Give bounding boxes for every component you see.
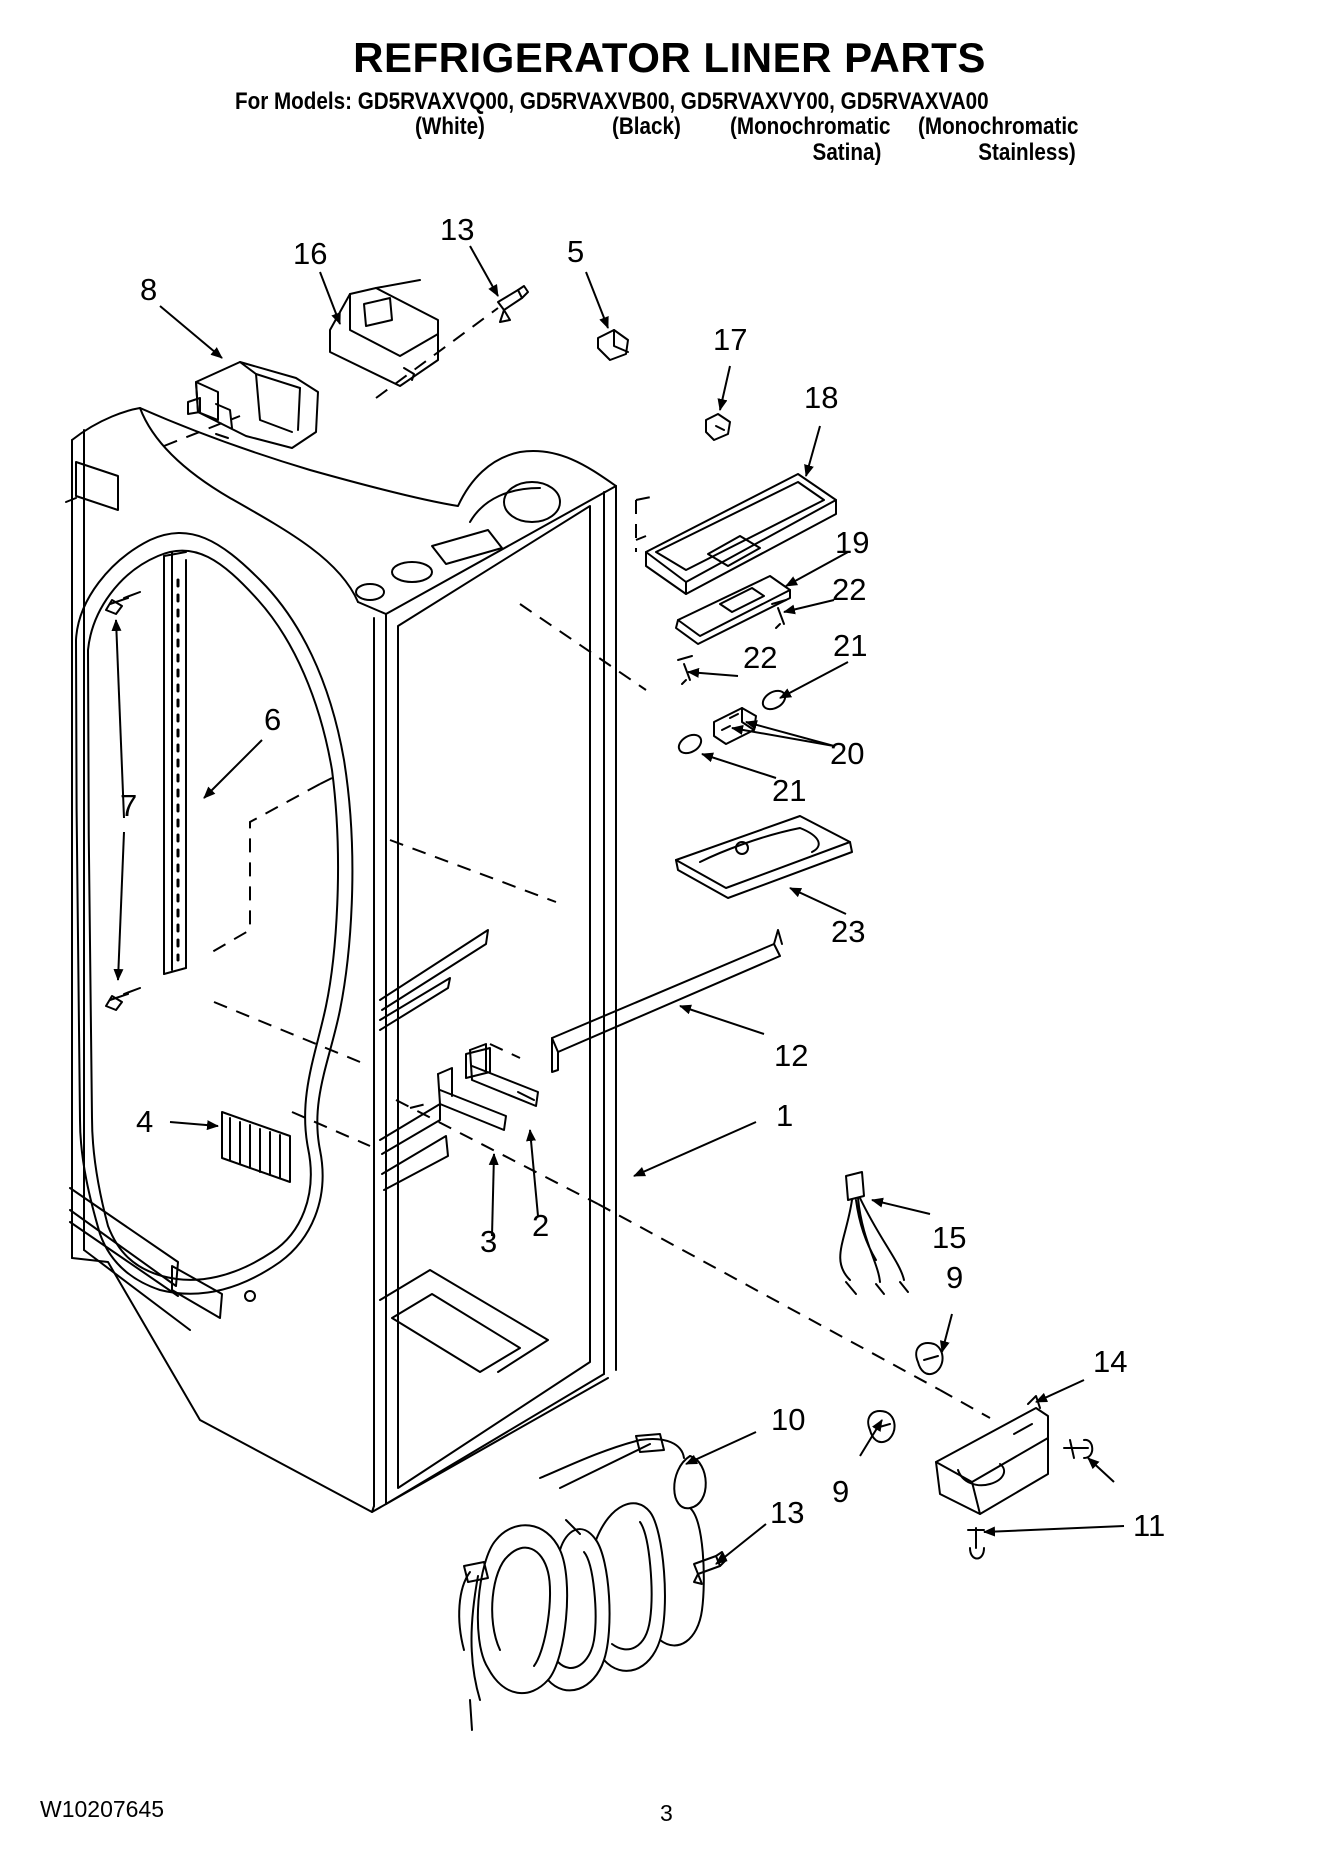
callout-22-right: 22 [832,572,867,607]
part-23-cover [675,815,853,899]
part-15-harness [839,1171,909,1295]
alignment-lines [163,307,991,1419]
part-22-screws [677,599,787,685]
callout-21-top: 21 [833,628,868,663]
part-8-housing [187,361,319,449]
callout-3: 3 [480,1224,498,1259]
callout-12: 12 [774,1038,809,1073]
callout-1: 1 [776,1098,794,1133]
callout-11: 11 [1133,1508,1166,1543]
part-19-panel [675,575,791,645]
part-13-screw-top [497,285,529,323]
part-4-grille [221,1111,291,1183]
models-line: For Models: GD5RVAXVQ00, GD5RVAXVB00, GD… [235,88,989,115]
callout-22-left: 22 [743,640,778,675]
part-7-screws [105,591,141,1011]
callout-16: 16 [293,236,328,271]
callout-13-bottom: 13 [770,1495,805,1530]
callout-17: 17 [713,322,748,357]
part-13-screw-bottom [693,1551,727,1585]
callout-2: 2 [532,1208,550,1243]
part-2-bracket [469,1043,539,1107]
part-20-socket [713,707,757,745]
document-number: W10207645 [40,1796,165,1822]
part-6-rail [163,551,187,975]
callout-19: 19 [835,525,870,560]
callout-20: 20 [830,736,865,771]
callout-4: 4 [136,1104,154,1139]
page-number: 3 [660,1800,673,1826]
part-18-housing [645,473,837,595]
callout-5: 5 [567,234,585,269]
callout-13-top: 13 [440,212,475,247]
part-3-bracket [437,1067,507,1131]
variant-black: (Black) [612,113,681,140]
part-12-bar [551,929,783,1073]
part-5-clip [597,329,629,361]
variant-white: (White) [415,113,485,140]
callout-9-top: 9 [946,1260,964,1295]
callout-18: 18 [804,380,839,415]
callout-14: 14 [1093,1344,1128,1379]
callout-21-bottom: 21 [772,773,807,808]
callout-6: 6 [264,702,282,737]
leader-arrows [111,245,1125,1565]
callout-7: 7 [120,788,138,823]
part-16-bracket [329,279,439,387]
part-10-coil [458,1433,707,1731]
page-title: REFRIGERATOR LINER PARTS [353,34,986,81]
part-21-bulbs [677,689,787,755]
callout-23: 23 [831,914,866,949]
callout-10: 10 [771,1402,806,1437]
part-11-screws [967,1438,1094,1560]
callout-9-bottom: 9 [832,1474,850,1509]
liner-shell [65,407,617,1513]
part-14-bracket [935,1395,1049,1515]
callout-8: 8 [140,272,158,307]
callout-15: 15 [932,1220,967,1255]
part-17-connector [705,413,731,441]
